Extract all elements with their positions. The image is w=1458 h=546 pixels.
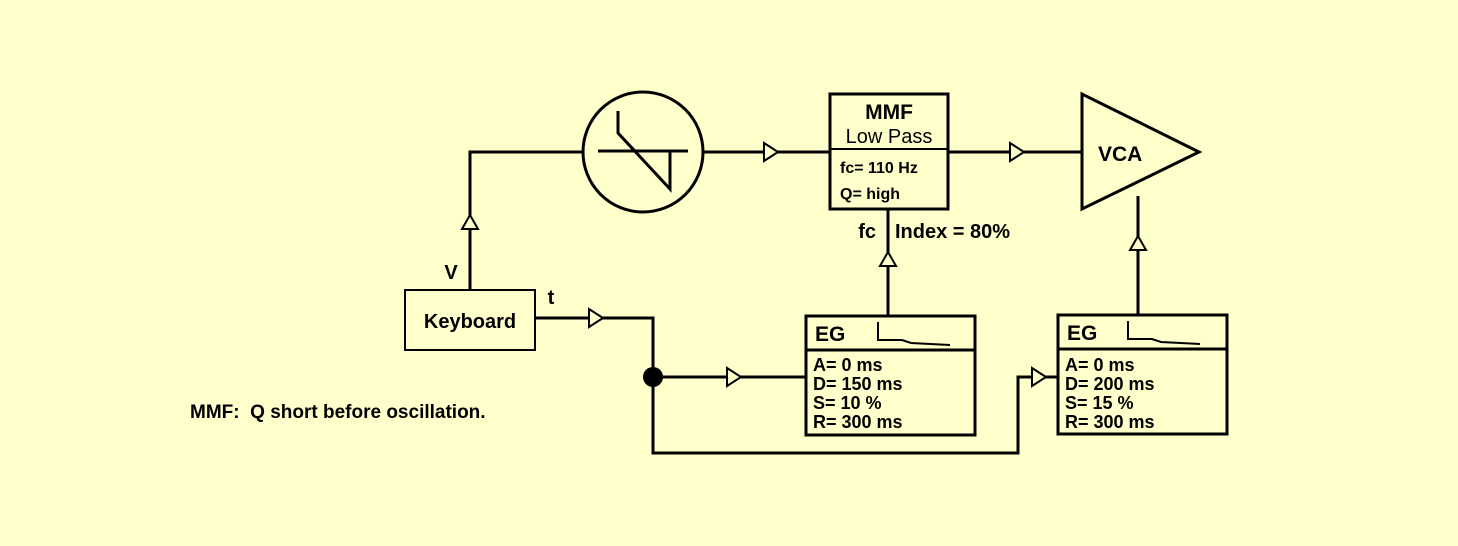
arrow-up-icon bbox=[1128, 233, 1148, 251]
fc-input-label: fc bbox=[858, 221, 876, 243]
keyboard-box bbox=[404, 289, 536, 351]
envelope-generator-1[interactable]: EG A= 0 ms D= 150 ms S= 10 % R= 300 ms bbox=[804, 314, 977, 437]
eg1-decay: D= 150 ms bbox=[813, 374, 903, 394]
arrow-up-icon bbox=[878, 249, 898, 267]
eg2-sustain: S= 15 % bbox=[1065, 393, 1134, 413]
junction-dot bbox=[643, 367, 663, 387]
mmf-box bbox=[828, 92, 950, 211]
vca-label: VCA bbox=[1098, 143, 1142, 166]
arrow-up-icon bbox=[460, 212, 480, 230]
eg1-release: R= 300 ms bbox=[813, 412, 903, 432]
envelope-icon bbox=[877, 322, 951, 346]
keyboard-t-output-label: t bbox=[548, 287, 555, 309]
arrow-right-icon bbox=[726, 366, 743, 388]
mmf-filter[interactable]: MMF Low Pass fc= 110 Hz Q= high bbox=[828, 92, 950, 211]
mmf-note: MMF: Q short before oscillation. bbox=[190, 402, 486, 423]
eg1-sustain: S= 10 % bbox=[813, 393, 882, 413]
mmf-mode: Low Pass bbox=[846, 126, 933, 148]
modulation-index-label: Index = 80% bbox=[895, 221, 1010, 243]
eg1-attack: A= 0 ms bbox=[813, 355, 883, 375]
eg2-box bbox=[1056, 313, 1229, 436]
arrow-right-icon bbox=[763, 141, 780, 163]
eg1-box bbox=[804, 314, 977, 437]
wire-keyboard-t-gate bbox=[535, 316, 1058, 455]
envelope-icon bbox=[1127, 321, 1201, 345]
envelope-generator-2[interactable]: EG A= 0 ms D= 200 ms S= 15 % R= 300 ms bbox=[1056, 313, 1229, 436]
sawtooth-icon bbox=[598, 111, 688, 193]
wire-keyboard-v-to-oscillator bbox=[468, 150, 584, 290]
eg1-title: EG bbox=[815, 323, 845, 346]
vca-triangle bbox=[1080, 91, 1203, 212]
oscillator[interactable] bbox=[581, 90, 705, 214]
arrow-right-icon bbox=[1031, 366, 1048, 388]
keyboard-label: Keyboard bbox=[424, 311, 516, 333]
eg2-attack: A= 0 ms bbox=[1065, 355, 1135, 375]
mmf-fc-param: fc= 110 Hz bbox=[840, 160, 918, 177]
mmf-title: MMF bbox=[865, 101, 913, 124]
eg2-title: EG bbox=[1067, 322, 1097, 345]
arrow-right-icon bbox=[588, 307, 605, 329]
mmf-q-param: Q= high bbox=[840, 186, 900, 203]
arrow-right-icon bbox=[1009, 141, 1026, 163]
vca[interactable]: VCA bbox=[1080, 91, 1203, 212]
eg2-release: R= 300 ms bbox=[1065, 412, 1155, 432]
keyboard[interactable]: Keyboard bbox=[404, 289, 536, 351]
keyboard-v-output-label: V bbox=[444, 262, 458, 284]
eg2-decay: D= 200 ms bbox=[1065, 374, 1155, 394]
